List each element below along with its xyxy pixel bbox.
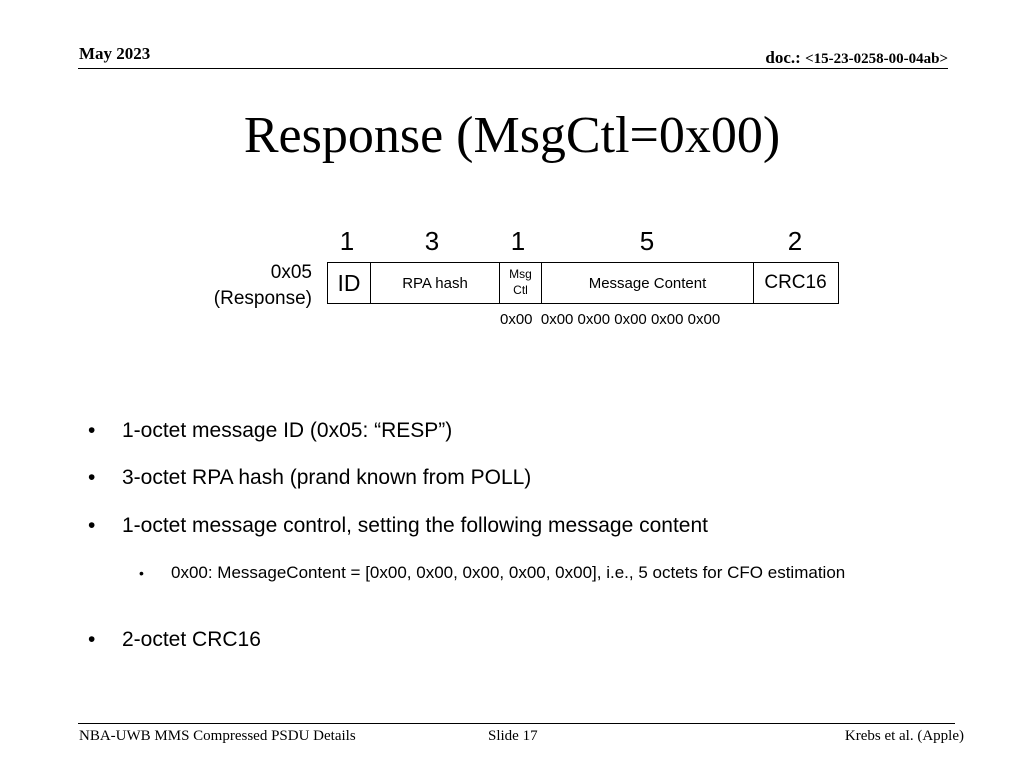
header-divider — [78, 68, 948, 69]
field-msg-ctl: Msg Ctl — [499, 263, 541, 303]
field-msg-ctl-line2: Ctl — [513, 283, 528, 297]
octet-count-id: 1 — [339, 226, 355, 256]
frame-label: 0x05 (Response) — [214, 260, 312, 312]
bullet-text: 1-octet message control, setting the fol… — [122, 514, 708, 537]
footer-authors: Krebs et al. (Apple) — [844, 728, 964, 744]
footer-title: NBA-UWB MMS Compressed PSDU Details — [79, 728, 356, 744]
bullet-marker: • — [88, 514, 96, 537]
bullet-marker: • — [88, 466, 96, 489]
bullet-item: • 1-octet message control, setting the f… — [88, 514, 708, 538]
bullet-text: 3-octet RPA hash (prand known from POLL) — [122, 466, 532, 489]
field-rpa-hash: RPA hash — [370, 263, 499, 303]
octet-count-message-content: 5 — [639, 226, 655, 256]
octet-count-msg-ctl: 1 — [510, 226, 526, 256]
footer-divider — [78, 723, 955, 724]
octet-count-crc: 2 — [787, 226, 803, 256]
header-date: May 2023 — [79, 44, 151, 63]
bullet-marker: • — [88, 419, 96, 442]
field-id: ID — [337, 269, 361, 296]
frame-diagram: ID RPA hash Msg Ctl Message Content CRC1… — [327, 262, 839, 304]
field-msg-ctl-line1: Msg — [509, 267, 532, 281]
slide-number: Slide 17 — [488, 728, 538, 744]
bullet-marker: • — [139, 565, 144, 581]
bullet-item: • 1-octet message ID (0x05: “RESP”) — [88, 419, 452, 443]
slide-title: Response (MsgCtl=0x00) — [243, 107, 781, 164]
octet-count-rpa-hash: 3 — [424, 226, 440, 256]
frame-label-code: 0x05 — [270, 262, 312, 283]
header-doc-id: doc.: <15-23-0258-00-04ab> — [765, 48, 948, 68]
field-message-content: Message Content — [541, 263, 753, 303]
sub-bullet-item: • 0x00: MessageContent = [0x00, 0x00, 0x… — [139, 561, 891, 585]
bullet-text: 1-octet message ID (0x05: “RESP”) — [122, 419, 453, 442]
field-crc16: CRC16 — [753, 263, 837, 303]
bullet-marker: • — [88, 628, 96, 651]
bullet-item: • 3-octet RPA hash (prand known from POL… — [88, 466, 531, 490]
doc-label: doc.: — [765, 48, 806, 67]
sub-bullet-text: 0x00: MessageContent = [0x00, 0x00, 0x00… — [171, 563, 846, 582]
bullet-item: • 2-octet CRC16 — [88, 628, 261, 652]
doc-number: <15-23-0258-00-04ab> — [805, 51, 948, 67]
payload-values: 0x00 0x00 0x00 0x00 0x00 0x00 — [500, 311, 721, 328]
bullet-text: 2-octet CRC16 — [122, 628, 261, 651]
frame-label-name: (Response) — [213, 288, 312, 309]
